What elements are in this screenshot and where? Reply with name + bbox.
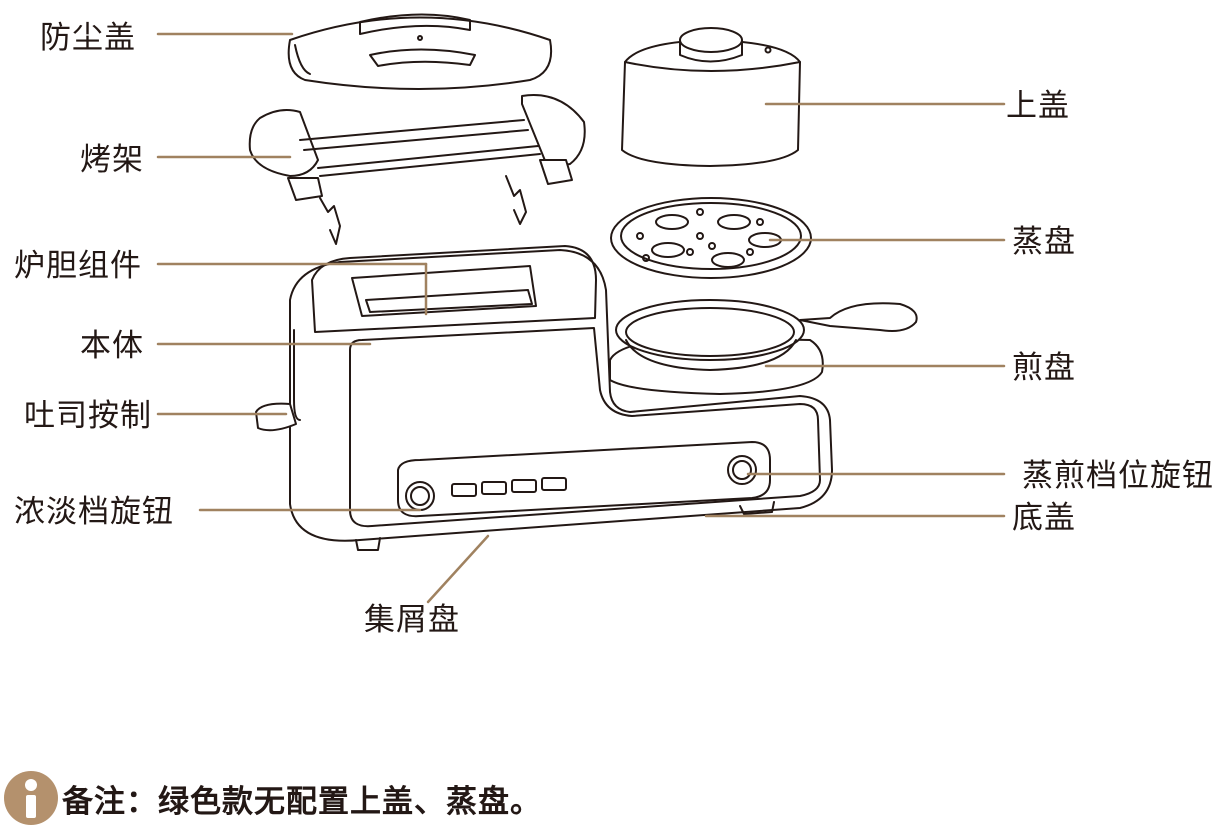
label-main-body: 本体 [80, 328, 144, 364]
label-dust-cover: 防尘盖 [40, 20, 136, 56]
label-oven-assembly: 炉胆组件 [14, 248, 142, 284]
label-steam-tray: 蒸盘 [1012, 224, 1076, 260]
label-toast-rack: 烤架 [80, 142, 144, 178]
toast-rack-drawing [248, 94, 586, 245]
info-icon [4, 771, 58, 825]
dust-cover-drawing [287, 13, 552, 90]
note-text: 备注：绿色款无配置上盖、蒸盘。 [62, 783, 542, 820]
label-darkness-knob: 浓淡档旋钮 [14, 494, 174, 530]
label-crumb-tray: 集屑盘 [364, 602, 460, 638]
label-top-lid: 上盖 [1006, 88, 1070, 124]
top-lid-drawing [621, 27, 801, 167]
frying-pan-drawing [615, 299, 918, 371]
steam-tray-drawing [610, 197, 812, 279]
label-bottom-cover: 底盖 [1012, 500, 1076, 536]
label-steam-fry-knob: 蒸煎档位旋钮 [1022, 458, 1214, 494]
toaster-body-drawing [255, 245, 833, 551]
label-toast-control: 吐司按制 [24, 398, 152, 434]
label-frying-pan: 煎盘 [1012, 350, 1076, 386]
note-bar: 备注：绿色款无配置上盖、蒸盘。 [0, 768, 542, 828]
